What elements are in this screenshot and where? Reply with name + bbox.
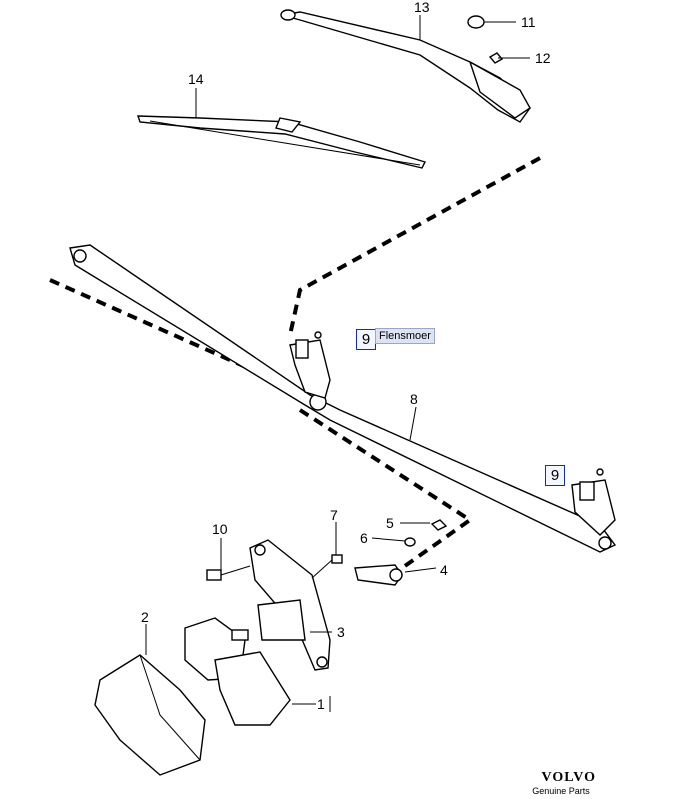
- bolt-10: [206, 565, 251, 581]
- cap-part: [467, 15, 485, 29]
- brand-subtitle: Genuine Parts: [532, 786, 590, 796]
- label-10: 10: [212, 521, 228, 537]
- label-6: 6: [360, 530, 368, 546]
- hotspot-9-right[interactable]: 9: [545, 465, 565, 486]
- linkage-bar: [69, 244, 617, 553]
- brand-logo: VOLVO: [541, 770, 596, 785]
- label-12: 12: [535, 50, 551, 66]
- label-2: 2: [141, 609, 149, 625]
- crank-lever: [354, 564, 403, 586]
- nut-part: [488, 52, 504, 64]
- wiper-blade: [137, 115, 426, 169]
- washer-part: [404, 537, 416, 547]
- bolt-7: [311, 554, 343, 579]
- pivot-left: [289, 331, 331, 399]
- label-8: 8: [410, 391, 418, 407]
- label-14: 14: [188, 71, 204, 87]
- label-4: 4: [440, 562, 448, 578]
- linkage-dash-upper: [288, 156, 541, 336]
- flange-nut-part: [430, 519, 448, 531]
- tooltip-flensmoer: Flensmoer: [375, 328, 435, 344]
- wiper-arm: [280, 9, 531, 123]
- label-13: 13: [414, 0, 430, 15]
- motor-cover: [94, 654, 206, 776]
- pivot-right: [571, 468, 616, 536]
- label-3: 3: [337, 624, 345, 640]
- motor-bracket: [249, 539, 331, 671]
- label-5: 5: [386, 515, 394, 531]
- hotspot-9-left[interactable]: 9: [356, 329, 376, 350]
- wiper-motor: [184, 617, 291, 726]
- label-1: 1: [317, 696, 325, 712]
- label-11: 11: [521, 14, 536, 30]
- label-7: 7: [330, 507, 338, 523]
